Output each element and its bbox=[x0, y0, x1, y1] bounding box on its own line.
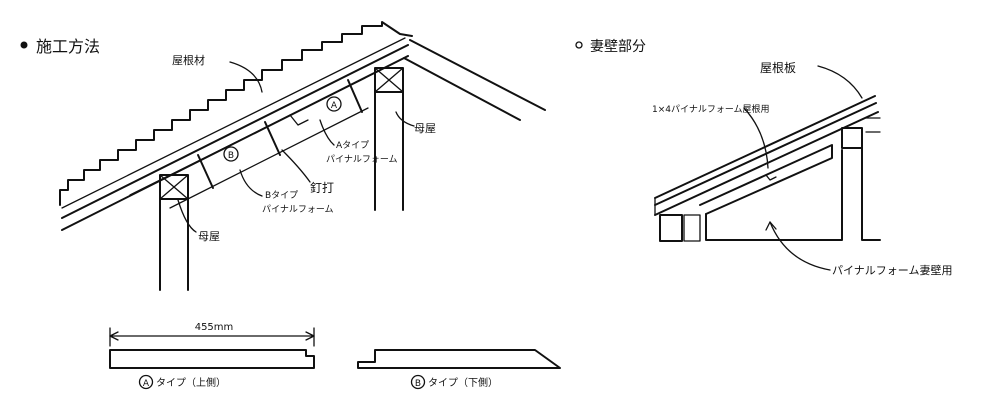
fastener-3 bbox=[347, 79, 363, 113]
construction-method-section: 施工方法 屋根材 A Aタイ bbox=[20, 21, 561, 390]
leader-foam-gable-wall bbox=[769, 221, 831, 271]
gable-purlin-left-inner bbox=[683, 214, 701, 242]
leader-roof-board bbox=[817, 65, 863, 99]
gable-slope-outer bbox=[409, 39, 546, 111]
type-a-caption: タイプ（上側） bbox=[156, 376, 226, 389]
fastener-1 bbox=[197, 154, 214, 189]
foam-panel-line-lower bbox=[169, 107, 369, 209]
type-b-caption-circle bbox=[410, 374, 426, 390]
gable-slope-inner bbox=[403, 57, 521, 121]
type-b-label-line1: Bタイプ bbox=[265, 190, 298, 201]
foam-panel-line bbox=[129, 77, 366, 196]
gable-purlin-right bbox=[841, 127, 863, 149]
leader-arrowhead bbox=[765, 221, 777, 231]
type-a-circle-letter: A bbox=[331, 101, 338, 111]
type-b-caption-letter: B bbox=[415, 379, 421, 389]
roof-board-label: 屋根板 bbox=[760, 61, 796, 75]
type-a-label-line1: Aタイプ bbox=[336, 140, 369, 151]
post-left bbox=[159, 198, 189, 291]
construction-method-heading: 施工方法 bbox=[36, 37, 100, 56]
foam-roof-board-label: 1×4パイナルフォーム屋根用 bbox=[652, 103, 770, 115]
bullet-icon bbox=[20, 41, 28, 49]
leader-foam-roof-board bbox=[743, 107, 769, 169]
roof-board-line-mid bbox=[654, 102, 877, 206]
roof-board-line-bottom bbox=[654, 111, 879, 216]
leader-nailing bbox=[281, 149, 311, 183]
purlin-left-cross bbox=[159, 174, 189, 200]
roofing-label: 屋根材 bbox=[172, 53, 205, 67]
gable-purlin-left bbox=[659, 214, 683, 242]
foam-gable-wall-label: パイナルフォーム妻壁用 bbox=[832, 263, 952, 277]
purlin-right-cross bbox=[374, 67, 404, 93]
type-a-profile bbox=[109, 349, 315, 369]
type-a-caption-letter: A bbox=[143, 379, 150, 389]
leader-type-a bbox=[319, 119, 335, 146]
post-right bbox=[374, 91, 404, 211]
gable-section-heading: 妻壁部分 bbox=[590, 39, 646, 55]
gable-section: 妻壁部分 屋根板 1×4パイナルフォーム屋根用 パイナルフォーム妻壁用 bbox=[575, 39, 952, 277]
rafter-right-label: 母屋 bbox=[414, 122, 436, 135]
type-b-circle bbox=[223, 146, 239, 162]
gable-post-right bbox=[861, 139, 881, 241]
type-b-circle-letter: B bbox=[228, 151, 234, 161]
leader-rafter-left bbox=[177, 199, 197, 233]
joint-step bbox=[289, 114, 309, 126]
dimension-extension-lines bbox=[109, 327, 315, 347]
rafter-left-label: 母屋 bbox=[198, 230, 220, 243]
leader-roofing bbox=[229, 61, 263, 93]
nailing-label: 釘打 bbox=[310, 180, 334, 195]
type-a-label-line2: パイナルフォーム bbox=[326, 154, 398, 165]
bullet-icon bbox=[575, 41, 583, 49]
purlin-left bbox=[159, 174, 189, 200]
foam-roof-board-step bbox=[765, 174, 777, 181]
gable-wall-foam bbox=[705, 149, 843, 241]
type-b-caption: タイプ（下側） bbox=[428, 376, 498, 389]
dimension-line bbox=[109, 331, 315, 341]
purlin-right bbox=[374, 67, 404, 93]
leader-rafter-right bbox=[395, 111, 415, 127]
leader-type-b bbox=[239, 169, 263, 197]
ridge-lines bbox=[865, 117, 881, 133]
type-b-label-line2: パイナルフォーム bbox=[262, 204, 334, 215]
roof-board-top bbox=[61, 44, 409, 219]
type-a-circle bbox=[326, 96, 342, 112]
roofing-underlay bbox=[61, 37, 406, 209]
type-a-caption-circle bbox=[138, 374, 154, 390]
type-b-profile bbox=[357, 349, 561, 369]
roof-tiles bbox=[59, 21, 413, 206]
dimension-label: 455mm bbox=[195, 322, 234, 333]
fastener-2 bbox=[264, 121, 281, 156]
